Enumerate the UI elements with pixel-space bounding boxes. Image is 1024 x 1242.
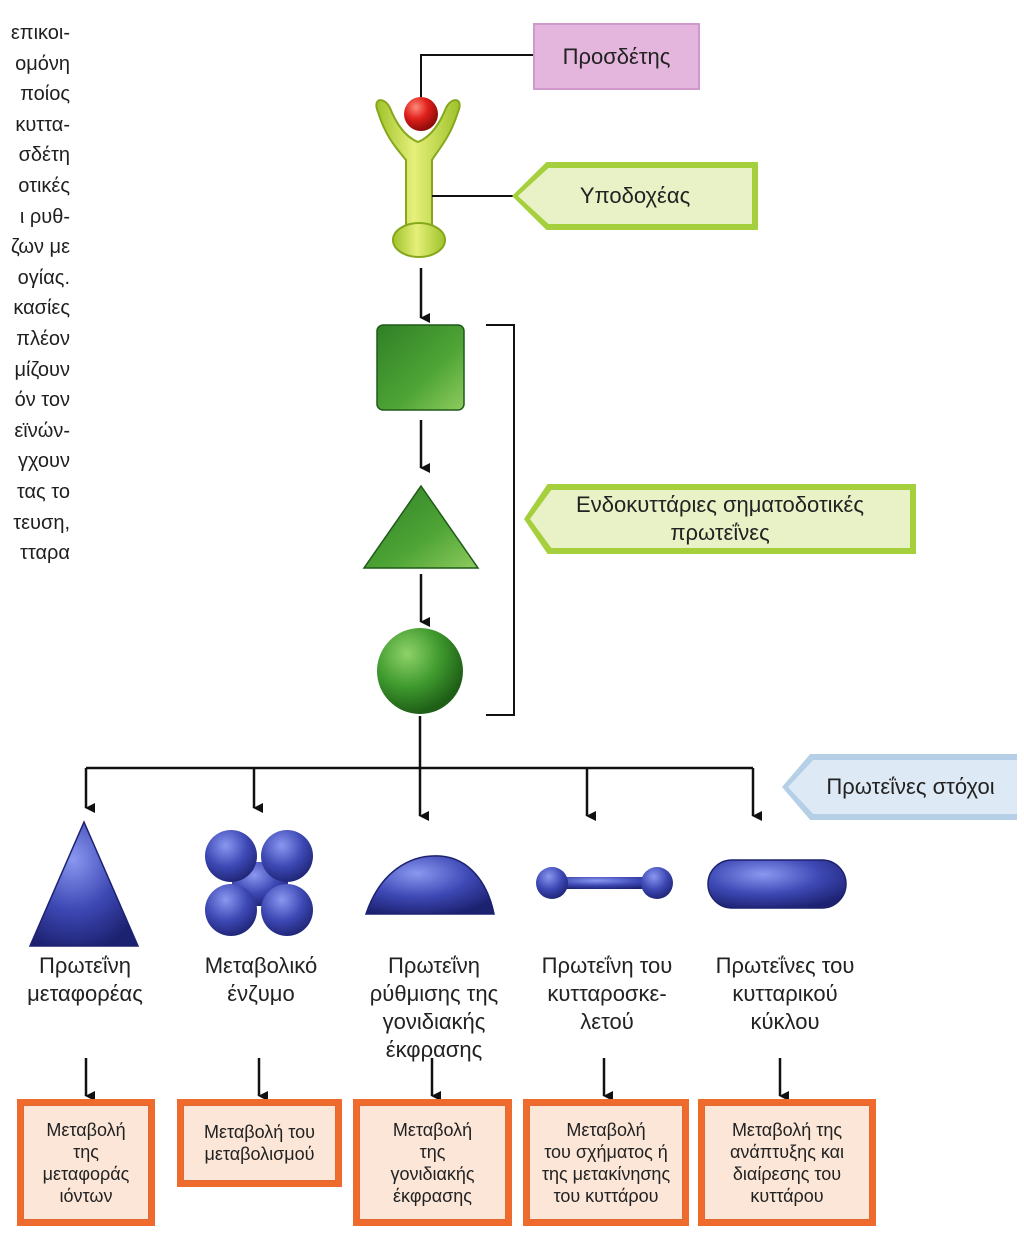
receptor-label-tag: Υποδοχέας bbox=[512, 162, 758, 230]
side-text-line: κυττα- bbox=[15, 113, 70, 136]
target-name-1: Πρωτεΐνη μεταφορέας bbox=[0, 952, 170, 1008]
target-four-lobed-shape bbox=[205, 830, 313, 936]
effect-line: μεταβολισμού bbox=[204, 1144, 315, 1164]
effect-box-5: Μεταβολή της ανάπτυξης και διαίρεσης του… bbox=[698, 1099, 876, 1226]
side-text-line: σδέτη bbox=[18, 144, 70, 167]
effect-line: διαίρεσης του bbox=[732, 1163, 842, 1184]
intracellular-label-tag-inner bbox=[530, 490, 910, 548]
side-text-line: όν τον bbox=[14, 389, 70, 412]
effect-line: έκφρασης bbox=[393, 1185, 472, 1206]
target-dome-shape bbox=[364, 855, 495, 915]
effect-line: Μεταβολή bbox=[46, 1119, 126, 1140]
effect-line: γονιδιακής bbox=[390, 1163, 475, 1184]
side-text: επικοι- ομόνη ποίος κυττα- σδέτη οτικές … bbox=[0, 18, 70, 569]
effect-box-2: Μεταβολή του μεταβολισμού bbox=[177, 1099, 342, 1187]
target-name-3: Πρωτεΐνη ρύθμισης της γονιδιακής έκφραση… bbox=[349, 952, 519, 1064]
side-text-line: τευση, bbox=[13, 511, 70, 534]
effect-line: του σχήματος ή bbox=[544, 1141, 668, 1162]
effect-line: κυττάρου bbox=[750, 1185, 824, 1206]
effect-line: Μεταβολή του bbox=[203, 1122, 316, 1142]
effect-line: ανάπτυξης και bbox=[729, 1141, 845, 1162]
target-name-line: Πρωτεΐνη bbox=[388, 953, 480, 978]
intracellular-label-line1: Ενδοκυττάριες σηματοδοτικές bbox=[576, 492, 864, 517]
side-text-line: ποίος bbox=[20, 83, 70, 106]
effect-line: μεταφοράς bbox=[42, 1163, 130, 1184]
signaling-bracket bbox=[486, 324, 515, 716]
side-text-line: ζων με bbox=[10, 236, 70, 259]
target-name-line: κυτταροσκε- bbox=[547, 981, 667, 1006]
target-name-5: Πρωτεΐνες του κυτταρικού κύκλου bbox=[695, 952, 875, 1036]
target-name-line: γονιδιακής bbox=[382, 1009, 486, 1034]
signaling-sphere bbox=[377, 628, 463, 714]
side-text-line: επικοι- bbox=[10, 22, 70, 44]
side-text-line: κασίες bbox=[13, 297, 70, 320]
target-proteins-label: Πρωτεΐνες στόχοι bbox=[826, 774, 995, 799]
effect-box-1: Μεταβολή της μεταφοράς ιόντων bbox=[17, 1099, 155, 1226]
side-text-line: ομόνη bbox=[15, 52, 70, 75]
target-name-line: λετού bbox=[580, 1009, 634, 1034]
side-text-line: εϊνών- bbox=[14, 419, 70, 442]
target-name-4: Πρωτεΐνη του κυτταροσκε- λετού bbox=[522, 952, 692, 1036]
effect-line: ιόντων bbox=[59, 1185, 113, 1206]
effect-box-3: Μεταβολή της γονιδιακής έκφρασης bbox=[353, 1099, 512, 1226]
effect-line: της bbox=[419, 1141, 446, 1162]
side-text-line: μίζουν bbox=[14, 358, 70, 381]
target-name-line: Πρωτεΐνη του bbox=[541, 953, 673, 978]
ligand-label-box: Προσδέτης bbox=[533, 23, 700, 90]
receptor-label-tag-inner bbox=[518, 168, 752, 224]
target-proteins-label-tag: Πρωτεΐνες στόχοι bbox=[782, 754, 1017, 820]
ligand-ball bbox=[404, 97, 438, 131]
effect-box-1-inner: Μεταβολή της μεταφοράς ιόντων bbox=[23, 1105, 149, 1220]
target-name-line: κύκλου bbox=[750, 1009, 820, 1034]
signaling-triangle bbox=[362, 484, 480, 569]
signaling-square bbox=[376, 324, 465, 411]
side-text-line: γχουν bbox=[17, 450, 70, 473]
intracellular-label-tag: Ενδοκυττάριες σηματοδοτικές πρωτεΐνες bbox=[524, 484, 916, 554]
effect-line: της bbox=[73, 1141, 99, 1162]
receptor-label: Υποδοχέας bbox=[579, 183, 691, 208]
side-text-line: τας το bbox=[16, 480, 70, 503]
target-name-line: μεταφορέας bbox=[27, 981, 143, 1006]
target-name-2: Μεταβολικό ένζυμο bbox=[176, 952, 346, 1008]
target-name-line: Πρωτεΐνη bbox=[39, 953, 131, 978]
effect-box-4-inner: Μεταβολή του σχήματος ή της μετακίνησης … bbox=[529, 1105, 683, 1220]
effect-box-2-inner: Μεταβολή του μεταβολισμού bbox=[183, 1105, 336, 1181]
side-text-line: πλέον bbox=[16, 327, 70, 350]
side-text-line: ογίας. bbox=[17, 266, 70, 289]
effect-line: Μεταβολή bbox=[392, 1119, 473, 1140]
effect-box-4: Μεταβολή του σχήματος ή της μετακίνησης … bbox=[523, 1099, 689, 1226]
receptor-shape bbox=[375, 99, 461, 258]
effect-box-5-inner: Μεταβολή της ανάπτυξης και διαίρεσης του… bbox=[704, 1105, 870, 1220]
target-name-line: ρύθμισης της bbox=[369, 981, 499, 1006]
ligand-connector bbox=[420, 54, 533, 97]
target-dumbbell-shape bbox=[536, 867, 673, 899]
target-triangle-shape bbox=[28, 820, 140, 947]
target-name-line: κυτταρικού bbox=[732, 981, 838, 1006]
target-name-line: Μεταβολικό bbox=[204, 953, 318, 978]
effect-line: Μεταβολή της bbox=[731, 1119, 843, 1140]
side-text-line: οτικές bbox=[18, 174, 70, 197]
intracellular-label: Ενδοκυττάριες σηματοδοτικές πρωτεΐνες bbox=[576, 491, 864, 547]
effect-line: Μεταβολή bbox=[566, 1119, 646, 1140]
side-text-line: ι ρυθ- bbox=[19, 205, 70, 228]
effect-line: του κυττάρου bbox=[553, 1185, 659, 1206]
intracellular-label-line2: πρωτεΐνες bbox=[670, 520, 770, 545]
target-name-line: Πρωτεΐνες του bbox=[715, 953, 855, 978]
target-proteins-label-tag-inner bbox=[788, 760, 1017, 814]
effect-line: της μετακίνησης bbox=[541, 1163, 671, 1184]
target-capsule-shape bbox=[707, 859, 847, 909]
ligand-label: Προσδέτης bbox=[562, 43, 671, 69]
target-name-line: έκφρασης bbox=[385, 1037, 483, 1062]
side-text-line: τταρα bbox=[19, 542, 70, 565]
target-name-line: ένζυμο bbox=[227, 981, 295, 1006]
effect-box-3-inner: Μεταβολή της γονιδιακής έκφρασης bbox=[359, 1105, 506, 1220]
